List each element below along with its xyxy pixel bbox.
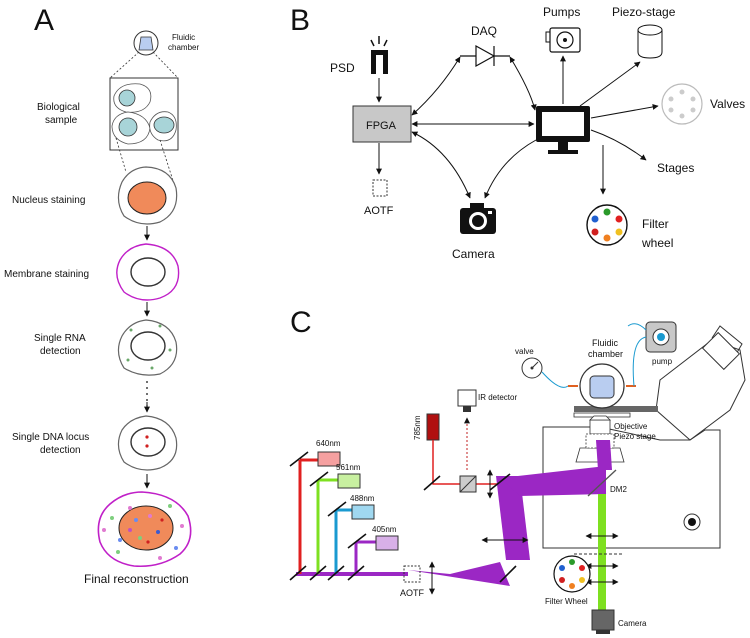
laser-561-label: 561nm: [336, 463, 361, 472]
panel-label-a: A: [34, 4, 54, 37]
objective-label-2: Piezo stage: [614, 432, 656, 441]
single-rna-label-2: detection: [40, 346, 81, 357]
pumps-icon: [545, 27, 581, 53]
panel-label-b: B: [290, 4, 310, 37]
sample-stage-strip: [574, 406, 658, 412]
membrane-staining-cell: [116, 243, 180, 301]
filter-wheel-label-c: Filter Wheel: [545, 597, 588, 606]
single-rna-cell: [117, 319, 178, 376]
aotf-label-c: AOTF: [400, 588, 425, 598]
objective-label-1: Objective: [614, 422, 648, 431]
camera-label-b: Camera: [452, 247, 495, 261]
piezo-stage-icon: [637, 24, 663, 59]
fluidic-chamber-label-c2: chamber: [588, 349, 623, 359]
psd-icon: [370, 36, 388, 74]
biological-sample-label-1: Biological: [37, 102, 80, 113]
biological-sample-label-2: sample: [45, 115, 78, 126]
fluidic-chamber-c: [568, 363, 636, 409]
computer-monitor-icon: [536, 106, 590, 154]
final-reconstruction-label: Final reconstruction: [84, 572, 189, 586]
valves-label: Valves: [710, 97, 745, 111]
nucleus-staining-label: Nucleus staining: [12, 195, 85, 206]
piezo-stage-label: Piezo-stage: [612, 5, 676, 19]
ir-detector-icon: [457, 389, 477, 412]
laser-488-label: 488nm: [350, 494, 375, 503]
panel-label-c: C: [290, 306, 312, 339]
fpga-label: FPGA: [366, 120, 397, 132]
ir-detector-label: IR detector: [478, 393, 517, 402]
single-dna-label-2: detection: [40, 445, 81, 456]
panel-b-connections: [411, 55, 659, 199]
final-reconstruction-cell: [97, 491, 192, 568]
laser-785-label: 785nm: [413, 415, 422, 440]
nucleus-staining-cell: [117, 166, 178, 225]
valve-label: valve: [515, 347, 534, 356]
single-rna-label-1: Single RNA: [34, 333, 86, 344]
filter-wheel-icon-b: [586, 204, 628, 246]
laser-405-label: 405nm: [372, 525, 397, 534]
aotf-label-b: AOTF: [364, 205, 394, 217]
fpga-box: [352, 105, 412, 143]
fluidic-chamber-label-a1: Fluidic: [172, 33, 195, 42]
microscope-body: [542, 325, 746, 549]
daq-label: DAQ: [471, 24, 497, 38]
pump-label: pump: [652, 357, 673, 366]
laser-640-label: 640nm: [316, 439, 341, 448]
laser-640-box: [317, 451, 341, 467]
mirrors: [289, 451, 517, 583]
dm2-label: DM2: [610, 485, 627, 494]
filter-wheel-label-b1: Filter: [642, 217, 669, 231]
camera-label-c: Camera: [618, 619, 647, 628]
adjust-arrows: [429, 469, 619, 595]
eyepiece: [701, 331, 741, 371]
fluidic-chamber-label-c1: Fluidic: [592, 338, 619, 348]
dichroic-mirror-dm2: [587, 469, 617, 497]
laser-488-box: [351, 504, 375, 520]
single-dna-label-1: Single DNA locus: [12, 432, 89, 443]
biological-sample-box: [109, 77, 179, 151]
stages-label: Stages: [657, 161, 694, 175]
camera-icon-c: [591, 609, 615, 634]
beamsplitter-cube: [459, 475, 477, 493]
camera-icon-b: [460, 203, 496, 234]
membrane-staining-label: Membrane staining: [4, 269, 89, 280]
filter-wheel-label-b2: wheel: [641, 236, 673, 250]
fluidic-chamber-icon: [133, 30, 159, 56]
filter-wheel-icon-c: [553, 555, 591, 593]
psd-label: PSD: [330, 61, 355, 75]
fluidic-chamber-label-a2: chamber: [168, 43, 199, 52]
laser-405-box: [375, 535, 399, 551]
aotf-box-c: [403, 565, 421, 583]
valves-icon: [661, 83, 703, 125]
laser-785-box: [426, 413, 440, 441]
pump-icon-c: [645, 321, 677, 353]
valve-icon-c: [521, 357, 543, 379]
laser-561-box: [337, 473, 361, 489]
daq-diode-icon: [460, 44, 510, 68]
aotf-box-b: [372, 179, 388, 197]
single-dna-cell: [117, 415, 178, 471]
pumps-label: Pumps: [543, 5, 580, 19]
